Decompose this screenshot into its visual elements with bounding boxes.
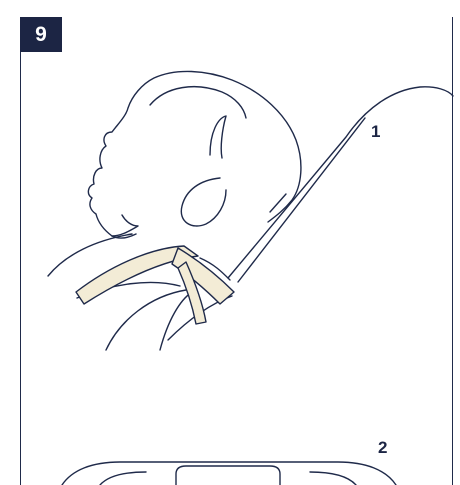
seat-shell-outline bbox=[228, 87, 453, 278]
baby-arm-line bbox=[106, 290, 186, 350]
hair-strand bbox=[150, 87, 246, 118]
callout-label-1: 1 bbox=[371, 122, 380, 142]
step-number-badge: 9 bbox=[20, 17, 62, 52]
baby-head-outline bbox=[88, 71, 301, 236]
seat-base-left-pad bbox=[100, 472, 146, 485]
callout-label-2: 2 bbox=[378, 438, 387, 458]
seat-liner-line bbox=[238, 118, 365, 282]
baby-ear bbox=[181, 116, 226, 226]
seat-base-handle bbox=[176, 466, 280, 485]
seat-base-right-pad bbox=[310, 472, 356, 485]
baby-body-line bbox=[160, 292, 192, 350]
